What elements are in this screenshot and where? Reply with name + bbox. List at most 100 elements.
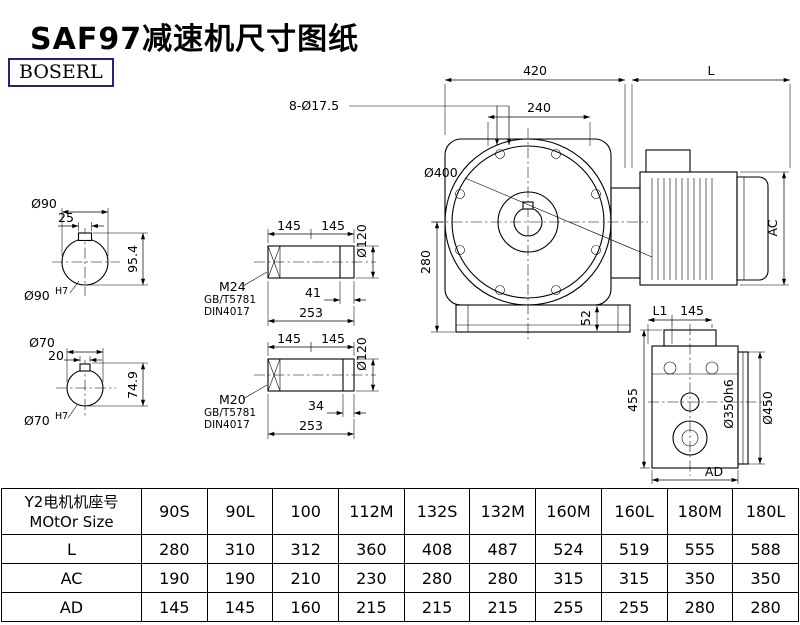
- table-cell: 310: [206, 534, 274, 564]
- motor-size-header: Y2电机机座号 MOtOr Size: [1, 488, 142, 535]
- thread-m20-label: M20: [219, 392, 246, 407]
- seg-145a-label: 145: [277, 331, 301, 346]
- dim-AC-label: AC: [765, 219, 780, 236]
- table-row: AC 190 190 210 230 280 280 315 315 350 3…: [1, 563, 799, 593]
- dia-120-label: Ø120: [354, 224, 369, 258]
- dim-L1-label: L1: [653, 303, 668, 318]
- table-cell: 255: [535, 592, 602, 622]
- dim-420-label: 420: [523, 63, 547, 78]
- col-header: 160M: [535, 488, 602, 535]
- seg-145a-label: 145: [277, 218, 301, 233]
- table-cell: 190: [206, 563, 274, 593]
- table-cell: 280: [469, 563, 537, 593]
- bore-90-label: Ø90: [24, 288, 50, 303]
- std-din-label: DIN4017: [204, 419, 250, 431]
- key-25-label: 25: [58, 210, 74, 225]
- table-cell: 524: [535, 534, 602, 564]
- std-din-label: DIN4017: [204, 306, 250, 318]
- bolt-callout-label: 8-Ø17.5: [289, 98, 339, 113]
- table-row: L 280 310 312 360 408 487 524 519 555 58…: [1, 534, 799, 564]
- table-cell: 215: [403, 592, 471, 622]
- seg-145b-label: 145: [321, 218, 345, 233]
- dia-350-label: Ø350h6: [721, 379, 736, 429]
- shaft-section-90: Ø90 25 95.4 Ø90 H7: [24, 196, 148, 303]
- total-253-label: 253: [299, 305, 323, 320]
- col-header: 180M: [666, 488, 734, 535]
- table-cell: 210: [272, 563, 340, 593]
- col-header: 90S: [141, 488, 208, 535]
- col-header: 100: [272, 488, 340, 535]
- table-cell: 230: [338, 563, 405, 593]
- table-cell: 160: [272, 592, 340, 622]
- table-cell: 487: [469, 534, 537, 564]
- bore-70-tol-label: H7: [55, 411, 68, 422]
- side-view: L1 145 455 Ø350h6 Ø450 AD: [625, 303, 775, 484]
- table-cell: 190: [141, 563, 208, 593]
- bore-70-label: Ø70: [24, 413, 50, 428]
- table-cell: 350: [666, 563, 734, 593]
- shaft-detail-m20: 145 145 Ø120 M20 GB/T5781 DIN4017 34 253: [204, 331, 379, 439]
- dim-52-label: 52: [578, 310, 593, 326]
- dim-455-label: 455: [625, 388, 640, 412]
- col-header: 132M: [469, 488, 537, 535]
- key-20-label: 20: [48, 348, 64, 363]
- seg-145b-label: 145: [321, 331, 345, 346]
- col-header: 180L: [732, 488, 799, 535]
- table-cell: 280: [666, 592, 734, 622]
- col-header: 132S: [403, 488, 471, 535]
- table-cell: 555: [666, 534, 734, 564]
- total-253-label: 253: [299, 418, 323, 433]
- table-cell: 408: [403, 534, 471, 564]
- table-cell: 312: [272, 534, 340, 564]
- bolt-holes: [455, 149, 601, 295]
- table-row: AD 145 145 160 215 215 215 255 255 280 2…: [1, 592, 799, 622]
- brand-logo: BOSERL: [8, 58, 114, 87]
- dim-145-label: 145: [680, 303, 704, 318]
- table-cell: 280: [141, 534, 208, 564]
- dim-L-label: L: [708, 63, 715, 78]
- front-view: 420 L 240 8-Ø17.5 Ø400 280 52 AC: [289, 63, 791, 342]
- table-cell: 519: [600, 534, 668, 564]
- table-cell: 215: [469, 592, 537, 622]
- dia-90-label: Ø90: [31, 196, 57, 211]
- col-header: 160L: [600, 488, 668, 535]
- bore-90-tol-label: H7: [55, 286, 68, 297]
- table-cell: 360: [338, 534, 405, 564]
- front-dimensions: 420 L 240 8-Ø17.5 Ø400 280 52 AC: [289, 63, 791, 333]
- dia-70-label: Ø70: [29, 335, 55, 350]
- row-label: L: [1, 534, 142, 564]
- table-cell: 315: [535, 563, 602, 593]
- page-title: SAF97减速机尺寸图纸: [30, 22, 360, 57]
- table-cell: 145: [206, 592, 274, 622]
- len-34-label: 34: [308, 398, 324, 413]
- height-95-label: 95.4: [125, 245, 140, 273]
- shaft-detail-m24: 145 145 Ø120 M24 GB/T5781 DIN4017 41 253: [204, 218, 379, 326]
- motor-size-header-en: MOtOr Size: [29, 512, 114, 531]
- std-gb-label: GB/T5781: [204, 294, 256, 306]
- len-41-label: 41: [305, 285, 321, 300]
- table-header-row: Y2电机机座号 MOtOr Size 90S 90L 100 112M 132S…: [1, 488, 799, 535]
- shaft-section-70: Ø70 20 74.9 Ø70 H7: [24, 335, 148, 428]
- std-gb-label: GB/T5781: [204, 407, 256, 419]
- dim-280-label: 280: [418, 250, 433, 274]
- table-cell: 145: [141, 592, 208, 622]
- dim-AD-label: AD: [705, 464, 723, 479]
- dia-400-label: Ø400: [424, 165, 458, 180]
- height-74-label: 74.9: [125, 371, 140, 399]
- table-cell: 350: [732, 563, 799, 593]
- table-cell: 315: [600, 563, 668, 593]
- motor-size-header-cn: Y2电机机座号: [24, 492, 119, 511]
- col-header: 112M: [338, 488, 405, 535]
- table-cell: 280: [732, 592, 799, 622]
- dia-450-label: Ø450: [760, 391, 775, 425]
- motor-size-table: Y2电机机座号 MOtOr Size 90S 90L 100 112M 132S…: [1, 488, 799, 622]
- col-header: 90L: [206, 488, 274, 535]
- dim-240-label: 240: [527, 100, 551, 115]
- dia-120-label: Ø120: [354, 337, 369, 371]
- thread-m24-label: M24: [219, 279, 246, 294]
- table-cell: 215: [338, 592, 405, 622]
- table-cell: 588: [732, 534, 799, 564]
- row-label: AC: [1, 563, 142, 593]
